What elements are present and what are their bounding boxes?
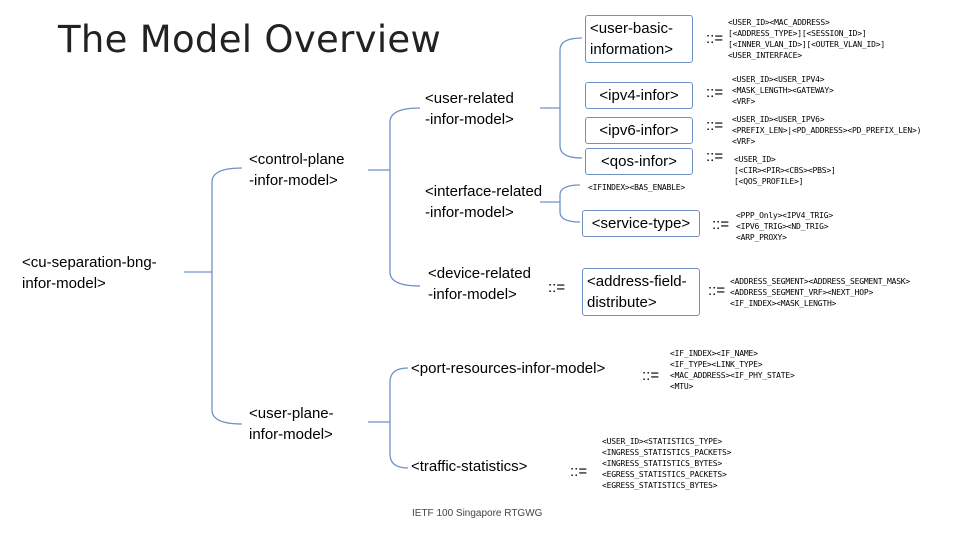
bracket-control-plane [389, 107, 421, 287]
node-traffic-statistics: <traffic-statistics> [411, 458, 528, 475]
node-cu-separation-bng: <cu-separation-bng- infor-model> [22, 254, 157, 292]
leaf-address-field-distribute: <address-field- distribute> [582, 268, 700, 316]
definition-traffic-statistics: <USER_ID><STATISTICS_TYPE> <INGRESS_STAT… [602, 437, 732, 490]
definition-interface-related: <IFINDEX><BAS_ENABLE> [588, 183, 685, 192]
definition-address-field: <ADDRESS_SEGMENT><ADDRESS_SEGMENT_MASK> … [730, 277, 911, 308]
node-control-plane: <control-plane -infor-model> [249, 151, 345, 189]
definition-ipv4: <USER_ID><USER_IPV4> <MASK_LENGTH><GATEW… [732, 75, 834, 106]
separator-device-related: ::= [548, 279, 566, 296]
leaf-ipv6-infor: <ipv6-infor> [585, 117, 693, 144]
node-user-plane: <user-plane- infor-model> [249, 405, 334, 443]
separator-qos: ::= [706, 148, 724, 165]
page-title: The Model Overview [58, 18, 442, 61]
definition-service-type: <PPP_Only><IPV4_TRIG> <IPV6_TRIG><ND_TRI… [736, 211, 833, 242]
leaf-user-basic-information: <user-basic- information> [585, 15, 693, 63]
node-port-resources: <port-resources-infor-model> [411, 360, 606, 377]
definition-user-basic: <USER_ID><MAC_ADDRESS> [<ADDRESS_TYPE>][… [728, 18, 885, 60]
bracket-interface-related [559, 184, 581, 223]
definition-ipv6: <USER_ID><USER_IPV6> <PREFIX_LEN>|<PD_AD… [732, 115, 922, 146]
bracket-user-related [559, 37, 583, 159]
definition-qos: <USER_ID> [<CIR><PIR><CBS><PBS>] [<QOS_P… [734, 155, 836, 186]
leaf-service-type: <service-type> [582, 210, 700, 237]
footer-text: IETF 100 Singapore RTGWG [412, 508, 543, 519]
separator-traffic-statistics: ::= [570, 463, 588, 480]
definition-port-resources: <IF_INDEX><IF_NAME> <IF_TYPE><LINK_TYPE>… [670, 349, 795, 391]
separator-user-basic: ::= [706, 30, 724, 47]
bracket-root [211, 167, 243, 425]
separator-service-type: ::= [712, 216, 730, 233]
separator-ipv4: ::= [706, 84, 724, 101]
leaf-ipv4-infor: <ipv4-infor> [585, 82, 693, 109]
separator-ipv6: ::= [706, 117, 724, 134]
bracket-user-plane [389, 367, 409, 469]
node-device-related: <device-related -infor-model> [428, 265, 531, 303]
separator-address-field: ::= [708, 282, 726, 299]
leaf-qos-infor: <qos-infor> [585, 148, 693, 175]
node-user-related: <user-related -infor-model> [425, 90, 514, 128]
node-interface-related: <interface-related -infor-model> [425, 183, 543, 221]
separator-port-resources: ::= [642, 367, 660, 384]
